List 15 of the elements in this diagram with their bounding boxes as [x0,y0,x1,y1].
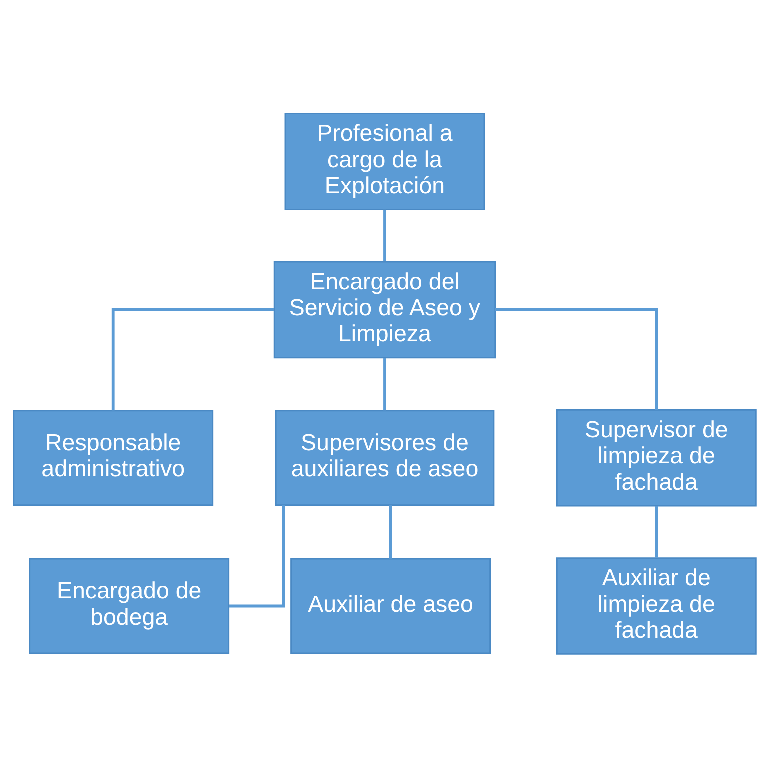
connector [495,308,658,410]
node-box: Profesional a cargo de la Explotación [284,112,486,210]
node-box: Auxiliar de aseo [290,558,492,654]
connector [384,358,386,410]
node-box: Auxiliar de limpieza de fachada [556,557,757,654]
node-box: Responsable administrativo [13,410,214,506]
connector [389,504,392,558]
connector [655,506,658,558]
node-box: Encargado del Servicio de Aseo y Limpieza [274,260,496,358]
connector [229,504,286,608]
node-box: Supervisor de limpieza de fachada [556,408,757,506]
node-box: Encargado de bodega [29,558,230,654]
node-box: Supervisores de auxiliares de aseo [275,410,495,506]
connector [112,308,275,410]
connector [384,209,386,262]
